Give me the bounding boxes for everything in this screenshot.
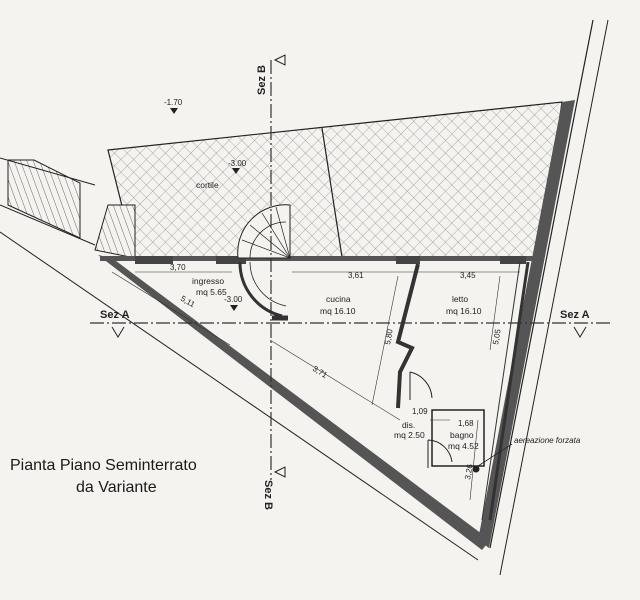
section-b-line (270, 54, 286, 480)
room-bagno-name: bagno (450, 430, 474, 440)
section-a-line (90, 322, 610, 338)
level-markers (170, 108, 240, 311)
dim-3-61: 3,61 (348, 271, 364, 280)
dim-3-71: 3,71 (311, 364, 329, 380)
doors (409, 371, 485, 468)
plan-title-line1: Pianta Piano Seminterrato (10, 457, 197, 474)
room-ingresso-name: ingresso (192, 276, 224, 286)
room-cortile-name: cortile (196, 180, 219, 190)
room-cucina-area: mq 16.10 (320, 306, 356, 316)
room-bagno-area: mq 4.52 (448, 441, 479, 451)
room-ingresso-area: mq 5.65 (196, 287, 227, 297)
dim-5-05: 5,05 (491, 328, 503, 345)
room-letto-area: mq 16.10 (446, 306, 482, 316)
walls (98, 100, 575, 550)
section-b-top-label: Sez B (256, 65, 268, 95)
dimension-lines (111, 271, 520, 501)
room-dis-name: dis. (402, 420, 415, 430)
outer-boundary (0, 19, 609, 576)
vent-marker (472, 443, 513, 473)
level-top: -1.70 (164, 98, 183, 107)
spiral-stair (237, 204, 291, 318)
room-letto-name: letto (452, 294, 468, 304)
dim-3-45: 3,45 (460, 271, 476, 280)
vent-annotation: aereazione forzata (514, 436, 581, 445)
level-cortile: -3.00 (228, 159, 247, 168)
section-b-bottom-label: Sez B (262, 480, 274, 510)
dim-1-68: 1,68 (458, 419, 474, 428)
plan-title-line2: da Variante (76, 479, 157, 496)
section-a-left-label: Sez A (100, 309, 130, 321)
courtyard-area (107, 101, 563, 259)
dim-3-70: 3,70 (170, 263, 186, 272)
dim-1-09: 1,09 (412, 407, 428, 416)
exterior-stair (0, 157, 136, 259)
courtyard-divider (321, 127, 343, 258)
room-dis-area: mq 2.50 (394, 430, 425, 440)
section-a-right-label: Sez A (560, 309, 590, 321)
dim-3-26: 3,26 (463, 463, 475, 480)
dim-5-11: 5,11 (179, 294, 197, 310)
room-cucina-name: cucina (326, 294, 351, 304)
dim-5-80: 5,80 (383, 328, 395, 345)
level-ingresso: -3.00 (224, 295, 243, 304)
